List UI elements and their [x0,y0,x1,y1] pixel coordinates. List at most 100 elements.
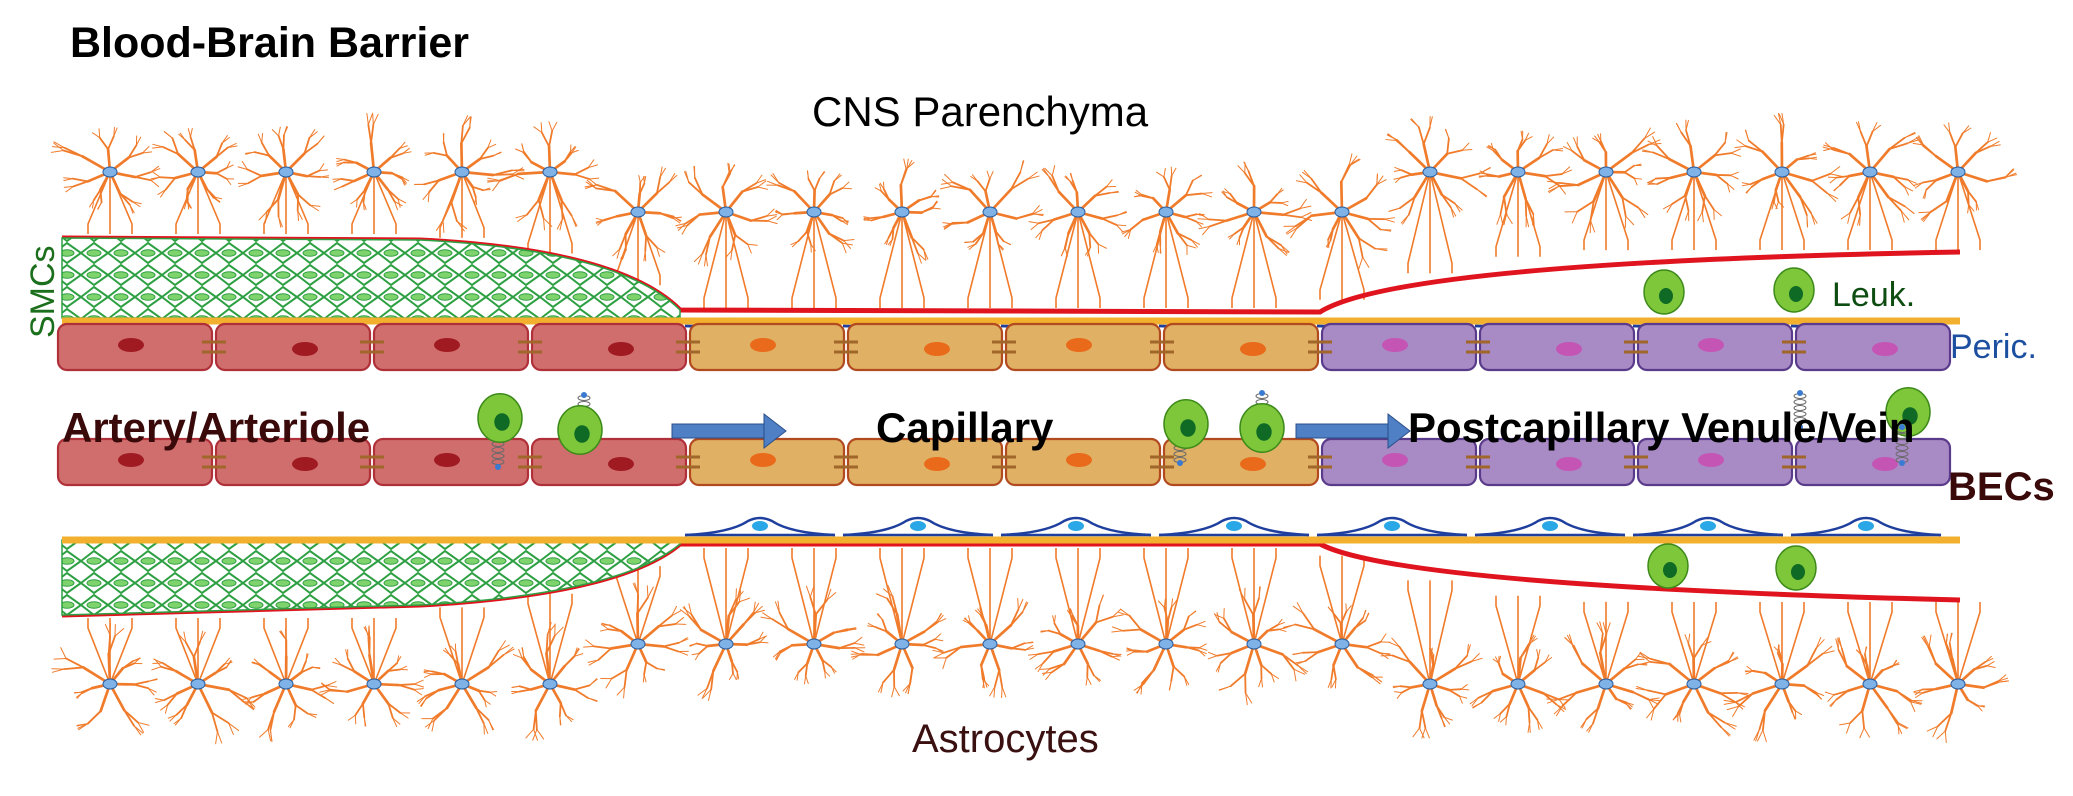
astrocyte-cell [487,121,600,254]
astrocyte-nucleus [1422,166,1438,178]
pericyte-cell [1316,516,1468,537]
adhesion-molecule [1895,424,1909,466]
becs-label: BECs [1948,465,2055,509]
astrocyte-nucleus [1070,638,1086,650]
astrocyte-cell [1546,127,1662,251]
astrocyte-cell [416,607,515,735]
leukocyte-cell [1643,269,1685,315]
astrocyte-cell [1641,119,1742,250]
endothelial-nucleus [292,342,318,356]
astrocyte-nucleus [718,638,734,650]
astrocyte-cell [1283,555,1391,689]
leukocyte-cell [477,393,523,443]
astrocyte-nucleus [366,166,382,178]
astrocyte-nucleus [1950,166,1966,178]
adhesion-molecule [1793,390,1807,430]
leukocyte-cell [1773,267,1815,313]
astrocyte-nucleus [806,206,822,218]
endothelial-nucleus [1698,338,1724,352]
astrocyte-nucleus [102,678,118,690]
astrocyte-cell [151,618,256,745]
astrocyte-cell [1822,121,1919,250]
astrocyte-nucleus [1510,166,1526,178]
astrocyte-nucleus [1158,638,1174,650]
astrocyte-cell [679,548,769,701]
astrocyte-cell [1197,161,1313,308]
astrocyte-nucleus [1422,678,1438,690]
astrocyte-nucleus [630,206,646,218]
endothelial-nucleus [118,453,144,467]
leukocyte-cell [1775,545,1817,591]
smc-layer-top [61,237,681,319]
pericyte-cell [842,516,994,537]
astrocyte-nucleus [542,166,558,178]
astrocyte-cell [1912,122,2018,250]
endothelial-cell-layer [56,322,1952,487]
leukocyte-nucleus [1902,407,1918,425]
astrocyte-nucleus [190,678,206,690]
endothelial-nucleus [608,342,634,356]
leukocyte-nucleus [1256,423,1272,441]
endothelial-nucleus [608,457,634,471]
endothelial-nucleus [1066,338,1092,352]
endothelial-nucleus [1382,338,1408,352]
leukocyte-cell [1647,543,1689,589]
astrocyte-cell [1380,580,1483,739]
astrocyte-cell [414,115,525,238]
astrocyte-cell [850,548,947,698]
leukocyte-cell [1163,399,1209,449]
astrocyte-nucleus [454,678,470,690]
astrocyte-nucleus [1334,638,1350,650]
astrocyte-nucleus [1862,166,1878,178]
pericyte-cell [1790,516,1942,537]
astrocyte-nucleus [102,166,118,178]
astrocyte-nucleus [1070,206,1086,218]
astrocyte-layer-bottom [51,548,2009,745]
pericyte-nucleus [1700,521,1716,531]
astrocyte-nucleus [1246,638,1262,650]
astrocyte-cell [242,618,338,742]
astrocyte-cell [1385,115,1491,274]
astrocyte-cell [332,112,412,234]
astrocyte-cell [1111,548,1208,695]
capillary-label: Capillary [876,404,1054,451]
astrocyte-layer-top [50,112,2018,308]
smcs-label: SMCs [24,245,62,338]
astrocyte-cell [863,158,941,308]
endothelial-nucleus [1240,457,1266,471]
pericyte-cell [1474,516,1626,537]
leukocyte-cell [1239,403,1285,453]
artery-label: Artery/Arteriole [62,404,370,451]
astrocyte-cell [675,162,778,308]
pericyte-label: Peric. [1950,328,2037,366]
flow-arrow-1 [671,412,787,450]
astrocyte-nucleus [982,638,998,650]
diagram-title: Blood-Brain Barrier [70,19,469,67]
astrocyte-cell [1027,548,1124,686]
endothelial-nucleus [924,342,950,356]
astrocyte-nucleus [1686,166,1702,178]
astrocyte-nucleus [1158,206,1174,218]
astrocyte-cell [237,126,330,234]
astrocyte-cell [1207,548,1309,706]
astrocyte-cell [1469,595,1571,733]
astrocyte-nucleus [366,678,382,690]
astrocyte-nucleus [1686,678,1702,690]
astrocyte-nucleus [190,166,206,178]
astrocyte-nucleus [1774,678,1790,690]
pericyte-cell [1000,516,1152,537]
leukocyte-nucleus [1663,562,1677,578]
astrocyte-nucleus [278,166,294,178]
astrocyte-nucleus [542,678,558,690]
astrocyte-cell [50,126,161,234]
endothelial-nucleus [434,338,460,352]
pericyte-nucleus [1542,521,1558,531]
astrocyte-cell [1478,130,1573,257]
astrocyte-cell [511,593,598,741]
endothelial-nucleus [1698,453,1724,467]
leukocyte-nucleus [1659,288,1673,304]
leukocyte-cell [1885,387,1931,437]
astrocyte-nucleus [278,678,294,690]
astrocyte-nucleus [1950,678,1966,690]
astrocyte-nucleus [1246,206,1262,218]
